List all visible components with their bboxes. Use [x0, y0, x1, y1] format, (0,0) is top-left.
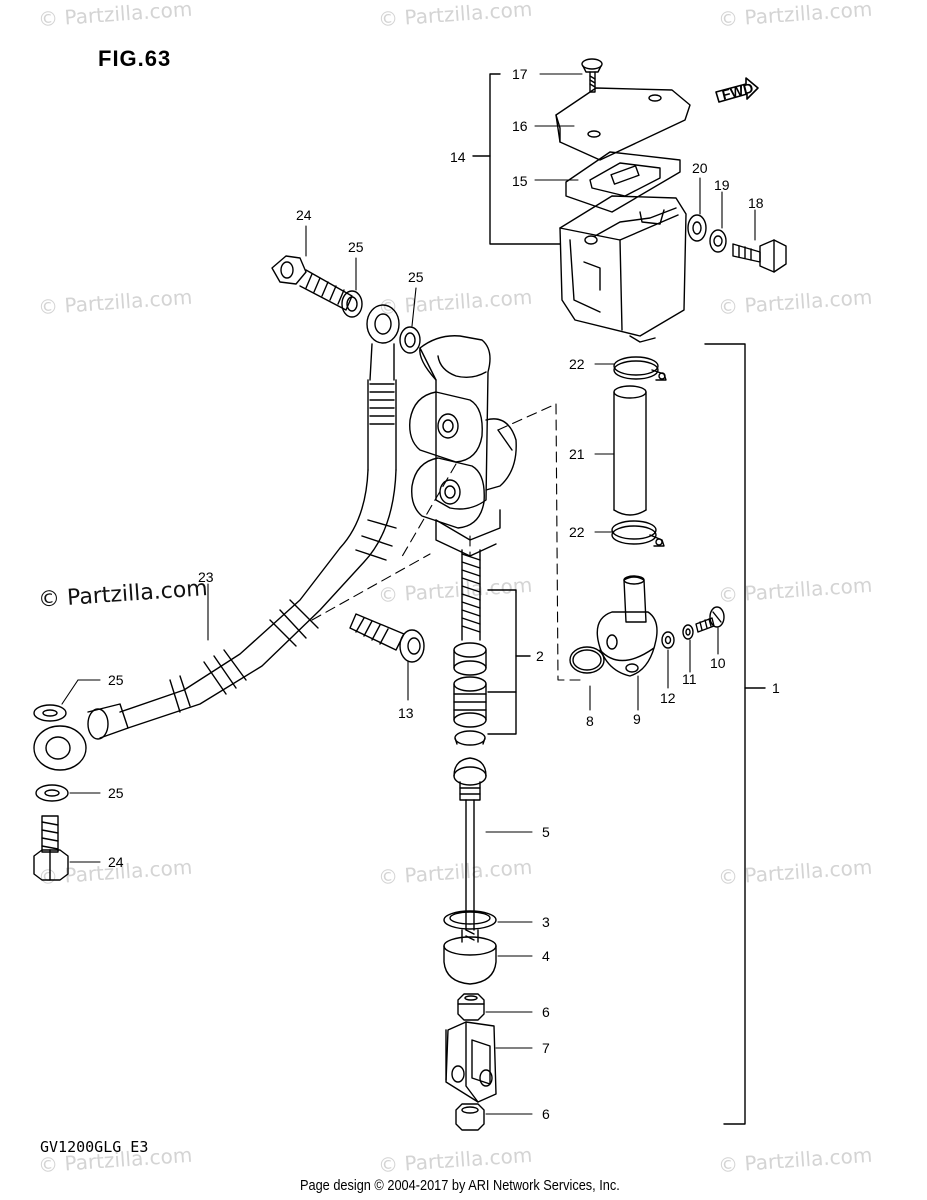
- callout-2: 2: [536, 648, 544, 664]
- bracket-14: [472, 73, 561, 245]
- callout-14: 14: [450, 149, 466, 165]
- callout-4: 4: [542, 948, 550, 964]
- hose-clamp-22-lower: [611, 520, 665, 547]
- washer-25-d: [35, 784, 69, 802]
- reservoir-cap-16: [555, 87, 691, 161]
- callout-18: 18: [748, 195, 764, 211]
- clevis-7: [445, 1021, 497, 1103]
- bolt-18: [732, 239, 787, 273]
- callout-19: 19: [714, 177, 730, 193]
- screw-10: [695, 606, 725, 633]
- circlip-3: [443, 910, 497, 930]
- piston-cup: [453, 642, 487, 676]
- callout-5: 5: [542, 824, 550, 840]
- callout-15: 15: [512, 173, 528, 189]
- callout-7: 7: [542, 1040, 550, 1056]
- footer-credit: Page design © 2004-2017 by ARI Network S…: [300, 1177, 620, 1194]
- reservoir-body: [559, 195, 687, 343]
- callout-24-upper: 24: [296, 207, 312, 223]
- dust-boot-4: [443, 929, 497, 985]
- callout-10: 10: [710, 655, 726, 671]
- model-code: GV1200GLG E3: [40, 1138, 149, 1156]
- bolt-13: [349, 613, 425, 663]
- master-cylinder-body: [409, 335, 517, 557]
- callout-25-a: 25: [348, 239, 364, 255]
- leader-lines: [61, 73, 756, 1115]
- callout-6-lower: 6: [542, 1106, 550, 1122]
- callout-11: 11: [682, 671, 697, 687]
- lock-nut-6-lower: [455, 1103, 485, 1131]
- diaphragm-15: [565, 151, 681, 213]
- banjo-bolt-24-upper: [271, 255, 353, 311]
- fwd-label: FWD: [720, 79, 755, 102]
- callout-25-d: 25: [108, 785, 124, 801]
- callout-25-c: 25: [108, 672, 124, 688]
- push-rod-5: [453, 757, 487, 931]
- callout-24-lower: 24: [108, 854, 124, 870]
- lock-nut-6-upper: [457, 993, 485, 1021]
- callout-6-upper: 6: [542, 1004, 550, 1020]
- washer-19: [709, 229, 727, 253]
- callout-13: 13: [398, 705, 414, 721]
- washer-12: [661, 631, 675, 649]
- callout-9: 9: [633, 711, 641, 727]
- callout-23: 23: [198, 569, 214, 585]
- lock-washer-11: [682, 624, 694, 640]
- callout-21: 21: [569, 446, 585, 462]
- alignment-lines: [311, 403, 581, 681]
- callout-16: 16: [512, 118, 528, 134]
- spring: [461, 549, 481, 641]
- brake-hose-23: [33, 304, 400, 771]
- washer-25-a: [341, 290, 363, 318]
- callout-numbers: 17 16 14 15 20 19 18 22 21 22 2 1 8 9 12…: [108, 66, 780, 1122]
- hose-clamp-22-upper: [613, 356, 667, 381]
- callout-17: 17: [512, 66, 528, 82]
- bracket-1: [704, 343, 766, 1125]
- secondary-cup: [454, 730, 486, 746]
- fwd-arrow-icon: FWD: [715, 77, 759, 103]
- callout-22-lower: 22: [569, 524, 585, 540]
- callout-20: 20: [692, 160, 708, 176]
- o-ring-8: [569, 646, 605, 674]
- callout-22-upper: 22: [569, 356, 585, 372]
- washer-20: [687, 214, 707, 242]
- banjo-bolt-24-lower: [33, 815, 69, 881]
- bracket-2: [487, 589, 531, 735]
- reservoir-hose-21: [613, 385, 647, 516]
- cap-screw-17: [581, 58, 603, 93]
- piston: [453, 676, 487, 728]
- callout-12: 12: [660, 690, 676, 706]
- hose-connector-9: [596, 575, 658, 677]
- washer-25-c: [33, 704, 67, 722]
- figure-title: FIG.63: [98, 46, 172, 71]
- washer-25-b: [399, 326, 421, 354]
- callout-3: 3: [542, 914, 550, 930]
- callout-8: 8: [586, 713, 594, 729]
- callout-25-b: 25: [408, 269, 424, 285]
- callout-1: 1: [772, 680, 780, 696]
